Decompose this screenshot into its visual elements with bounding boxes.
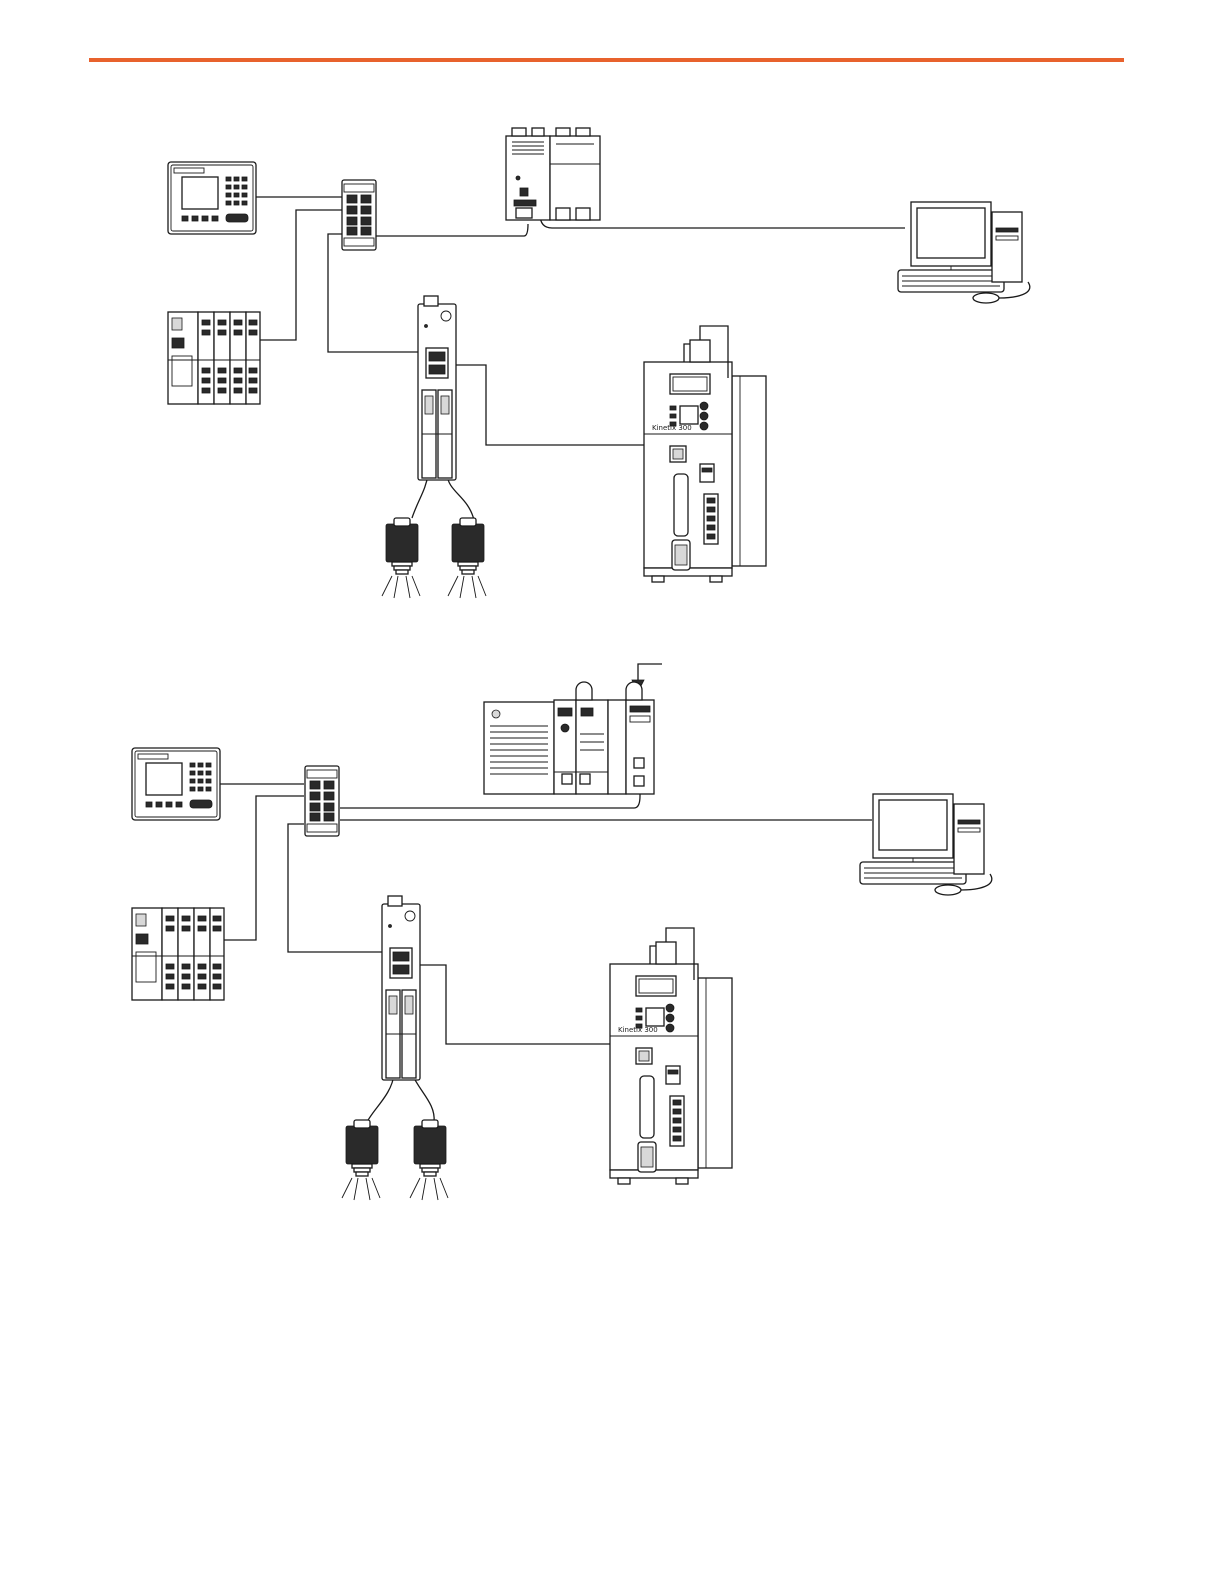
drive-model-label: Kinetix 300	[652, 424, 692, 432]
drive-model-label: Kinetix 300	[618, 1026, 658, 1034]
diagram-top: Kinetix 300	[168, 128, 1030, 598]
hmi-terminal	[168, 162, 256, 234]
controller-chassis	[484, 682, 654, 794]
camera	[448, 518, 486, 598]
workstation	[898, 202, 1030, 303]
io-adapter	[132, 908, 224, 1000]
camera	[410, 1120, 448, 1200]
camera	[342, 1120, 380, 1200]
diagram-bottom: Kinetix 300	[132, 664, 992, 1200]
camera-interface	[418, 296, 456, 480]
workstation	[860, 794, 992, 895]
hmi-terminal	[132, 748, 220, 820]
ethernet-switch	[305, 766, 339, 836]
camera	[382, 518, 420, 598]
camera-interface	[382, 896, 420, 1080]
ethernet-switch	[342, 180, 376, 250]
power-controller	[506, 128, 600, 220]
servo-drive: Kinetix 300	[610, 928, 732, 1184]
servo-drive: Kinetix 300	[644, 326, 766, 582]
io-adapter	[168, 312, 260, 404]
